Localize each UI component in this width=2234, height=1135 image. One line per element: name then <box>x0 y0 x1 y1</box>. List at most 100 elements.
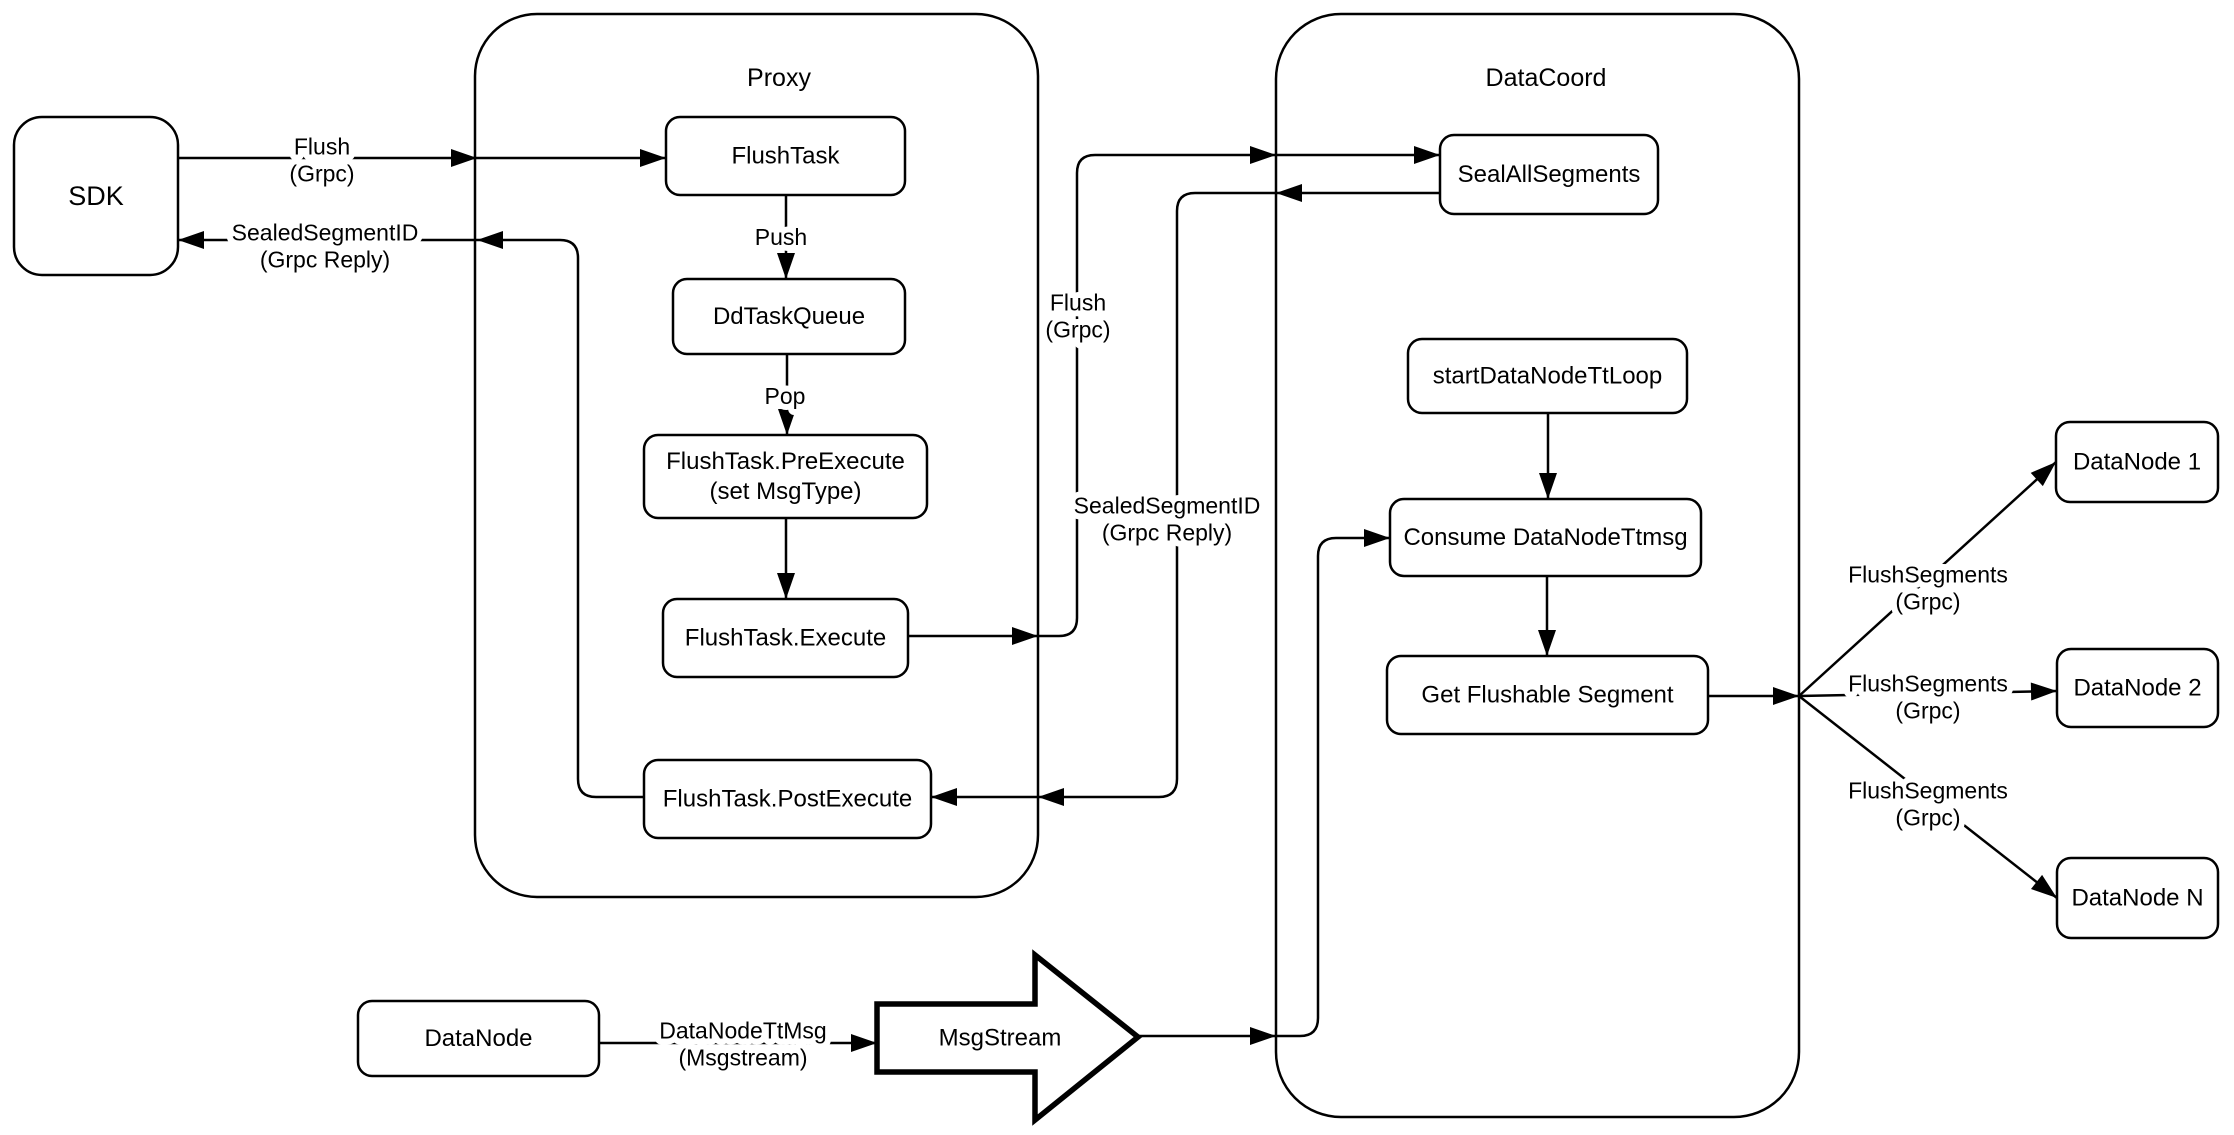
node-consume-datanode-ttmsg-box <box>1388 497 1703 578</box>
edge-fanout-to-datanode-2-line <box>1798 689 2058 698</box>
edge-start-to-consume-arrowhead <box>1539 473 1557 499</box>
edge-fanout-to-datanode-n-arrowhead <box>2030 874 2057 898</box>
node-datanode-box <box>356 999 601 1078</box>
edge-start-to-consume <box>1539 413 1557 499</box>
edge-execute-to-seal-arrowhead <box>1414 146 1440 164</box>
node-datanode-1: DataNode 1 <box>2054 420 2220 504</box>
node-sdk: SDK <box>12 115 180 277</box>
node-consume-datanode-ttmsg-label: Consume DataNodeTtmsg <box>1403 524 1687 551</box>
edge-push-arrowhead <box>777 253 795 279</box>
node-datanode: DataNode <box>356 999 601 1078</box>
edge-label-flush-grpc-left-line1: Flush <box>294 134 350 160</box>
edge-label-sealed-segment-id-left: SealedSegmentID(Grpc Reply) <box>226 214 425 279</box>
node-get-flushable-segment: Get Flushable Segment <box>1385 654 1710 736</box>
edge-msgstream-to-consume-arrowhead <box>1364 529 1390 547</box>
edge-execute-to-seal-arrowhead <box>1250 146 1276 164</box>
node-seal-all-segments: SealAllSegments <box>1438 133 1660 216</box>
edge-fanout-to-datanode-1-arrowhead <box>2030 462 2056 487</box>
edge-label-sealed-segment-id-mid: SealedSegmentID(Grpc Reply) <box>1068 487 1267 552</box>
edge-label-flush-segments-1-line2: (Grpc) <box>1895 589 1960 615</box>
edge-execute-to-seal-line <box>908 153 1440 638</box>
node-flush-task: FlushTask <box>664 115 907 197</box>
node-start-datanode-tt-loop: startDataNodeTtLoop <box>1406 337 1689 415</box>
edge-label-flush-segments-2-line1: FlushSegments <box>1848 671 2008 697</box>
edge-label-flush-grpc-mid-line1: Flush <box>1050 290 1106 316</box>
node-msgstream-label: MsgStream <box>939 1025 1062 1052</box>
edge-execute-to-seal-arrowhead <box>1012 627 1038 645</box>
edge-label-layer: Flush(Grpc)SealedSegmentID(Grpc Reply)Pu… <box>226 128 2014 1077</box>
node-datanode-2: DataNode 2 <box>2055 647 2220 729</box>
edge-sdk-flush-arrowhead <box>451 149 477 167</box>
edge-fanout-to-datanode-1-line <box>1798 461 2057 697</box>
edge-push <box>777 195 795 279</box>
node-datanode-n-box <box>2055 856 2220 940</box>
edge-label-sealed-segment-id-left-line1: SealedSegmentID <box>232 220 419 246</box>
node-flush-task-execute: FlushTask.Execute <box>661 597 910 679</box>
edge-datanode-to-msgstream <box>599 1034 877 1052</box>
node-seal-all-segments-label: SealAllSegments <box>1458 161 1641 188</box>
edge-label-flush-segments-3-line2: (Grpc) <box>1895 805 1960 831</box>
edge-label-flush-segments-1: FlushSegments(Grpc) <box>1842 556 2014 621</box>
edge-pop-arrowhead <box>778 409 796 435</box>
node-datanode-1-label: DataNode 1 <box>2073 449 2201 476</box>
edge-label-push-label-line1: Push <box>755 224 807 250</box>
edge-fanout-to-datanode-n-line <box>1798 695 2058 899</box>
edge-label-pop-label-line1: Pop <box>765 383 806 409</box>
node-flush-task-execute-label: FlushTask.Execute <box>685 625 886 652</box>
msgstream-block-arrow <box>874 949 1143 1126</box>
container-proxy-title: Proxy <box>747 64 811 92</box>
edge-sdk-flush <box>178 149 666 167</box>
node-dd-task-queue: DdTaskQueue <box>671 277 907 356</box>
edge-seal-to-post-execute-line <box>931 191 1440 799</box>
edge-label-flush-grpc-mid: Flush(Grpc) <box>1039 284 1116 349</box>
node-datanode-label: DataNode <box>424 1025 532 1052</box>
node-flush-task-pre-execute-label: FlushTask.PreExecute <box>666 448 905 475</box>
edge-label-pop-label: Pop <box>759 377 812 415</box>
node-flush-task-post-execute-label: FlushTask.PostExecute <box>663 786 912 813</box>
node-flush-task-label: FlushTask <box>731 143 840 170</box>
edge-layer <box>178 146 2058 1052</box>
edge-fanout-to-datanode-n <box>1798 695 2058 899</box>
edge-fanout-to-datanode-1 <box>1798 461 2057 697</box>
node-datanode-2-label: DataNode 2 <box>2073 675 2201 702</box>
edge-label-datanode-tt-msg: DataNodeTtMsg(Msgstream) <box>653 1012 832 1077</box>
node-seal-all-segments-box <box>1438 133 1660 216</box>
edge-post-execute-to-sdk-arrowhead <box>178 231 204 249</box>
edge-datanode-to-msgstream-arrowhead <box>851 1034 877 1052</box>
node-datanode-n-label: DataNode N <box>2071 885 2203 912</box>
edge-seal-to-post-execute-arrowhead <box>1276 184 1302 202</box>
edge-post-execute-to-sdk-arrowhead <box>477 231 503 249</box>
edge-consume-to-get-arrowhead <box>1538 630 1556 656</box>
edge-label-flush-segments-3-line1: FlushSegments <box>1848 778 2008 804</box>
node-sdk-box <box>12 115 180 277</box>
edge-post-execute-to-sdk-line <box>178 238 644 799</box>
edge-sdk-flush-arrowhead <box>640 149 666 167</box>
node-flush-task-box <box>664 115 907 197</box>
edge-post-execute-to-sdk <box>178 231 644 799</box>
node-flush-task-pre-execute: FlushTask.PreExecute(set MsgType) <box>642 433 929 520</box>
node-consume-datanode-ttmsg: Consume DataNodeTtmsg <box>1388 497 1703 578</box>
edge-label-flush-grpc-left: Flush(Grpc) <box>283 128 360 193</box>
node-flush-task-execute-box <box>661 597 910 679</box>
node-datanode-1-box <box>2054 420 2220 504</box>
node-dd-task-queue-label: DdTaskQueue <box>713 303 865 330</box>
node-msgstream: MsgStream <box>874 949 1143 1126</box>
edge-label-sealed-segment-id-mid-line1: SealedSegmentID <box>1074 493 1261 519</box>
edge-msgstream-to-consume-line <box>1138 536 1390 1038</box>
node-datanode-n: DataNode N <box>2055 856 2220 940</box>
node-get-flushable-segment-label: Get Flushable Segment <box>1421 682 1673 709</box>
node-get-flushable-segment-box <box>1385 654 1710 736</box>
edge-label-datanode-tt-msg-line2: (Msgstream) <box>678 1045 807 1071</box>
node-datanode-2-box <box>2055 647 2220 729</box>
edge-label-sealed-segment-id-mid-line2: (Grpc Reply) <box>1102 520 1232 546</box>
edge-label-datanode-tt-msg-line1: DataNodeTtMsg <box>659 1018 826 1044</box>
edge-pop <box>778 354 796 435</box>
edge-msgstream-to-consume <box>1138 529 1390 1045</box>
edge-label-flush-grpc-left-line2: (Grpc) <box>289 161 354 187</box>
node-start-datanode-tt-loop-box <box>1406 337 1689 415</box>
edge-pre-to-execute <box>777 518 795 599</box>
edge-execute-to-seal <box>908 146 1440 645</box>
edge-seal-to-post-execute-arrowhead <box>931 788 957 806</box>
node-layer: SDK FlushTaskDdTaskQueueFlushTask.PreExec… <box>12 115 2220 1078</box>
